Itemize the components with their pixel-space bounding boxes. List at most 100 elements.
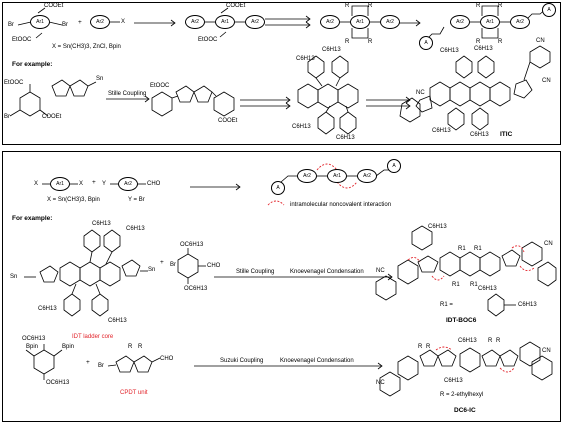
ar1-ring-p2: Ar1 (50, 177, 70, 191)
ar2-ring-p2: Ar2 (118, 177, 138, 191)
a-ring-p2-right: A (387, 159, 401, 173)
a-ring-right: A (542, 3, 556, 17)
c6h13-idt-1: C6H13 (92, 221, 111, 227)
x-label-p2-2: X (79, 181, 84, 187)
r-label-dc6-1: R (418, 344, 423, 350)
y-label-p2: Y (102, 181, 107, 187)
ar2-ring-a-left: Ar2 (450, 15, 470, 29)
ar2-ring-fused-left: Ar2 (320, 15, 340, 29)
cpdt-unit-label: CPDT unit (120, 390, 148, 396)
x-label-p2: X (34, 181, 39, 187)
ar2-ring-fused-right: Ar2 (380, 15, 400, 29)
ar2-ring-p2-left: Ar2 (297, 169, 317, 183)
knoevenagel-2: Knoevenagel Condensation (280, 358, 354, 364)
r-label-dc6-4: R (496, 338, 501, 344)
c6h13-label-3: C6H13 (292, 124, 311, 130)
cooet-label-example: COOEt (42, 114, 62, 120)
idt-boc6-label: IDT-BOC6 (446, 317, 477, 324)
itic-label: ITIC (500, 131, 513, 138)
c6h13-dc6-2: C6H13 (444, 378, 463, 384)
cn-label-dc6: CN (542, 348, 551, 354)
ar1-ring: Ar1 (30, 15, 50, 29)
for-example-2: For example: (12, 215, 53, 222)
etooc-label-example: EtOOC (4, 80, 24, 86)
noncovalent-legend: intramolecular noncovalent interaction (290, 202, 392, 208)
plus-sign-p2: + (92, 179, 96, 186)
ar1-ring-a: Ar1 (480, 15, 500, 29)
c6h13-label-itic-3: C6H13 (432, 128, 451, 134)
r-label-7: R (476, 39, 481, 45)
r-label-dc6-3: R (488, 338, 493, 344)
c6h13o-label-ex2: OC6H13 (22, 336, 46, 342)
br-label-ex1: Br (170, 262, 176, 268)
c6h13-idt-2: C6H13 (126, 226, 145, 232)
panel-general-route-2 (2, 151, 561, 422)
r1-definition: R1 = (440, 302, 453, 308)
ar2-ring-a-right: Ar2 (510, 15, 530, 29)
dc6-ic-label: DC6-IC (454, 407, 476, 414)
c6h13-label-itic-1: C6H13 (440, 48, 459, 54)
sn-label-idt-2: Sn (148, 267, 156, 273)
y-definition-p2: Y = Br (128, 197, 145, 203)
cho-label-ex2: CHO (160, 356, 174, 362)
c6h13-boc6-1: C6H13 (428, 224, 447, 230)
bpin-label-2: Bpin (62, 344, 75, 350)
for-example-1: For example: (12, 61, 53, 68)
r-label-2: R (368, 3, 373, 9)
c6h13-dc6-1: C6H13 (458, 338, 477, 344)
ar1-ring-fused: Ar1 (350, 15, 370, 29)
br-label-2: Br (62, 22, 68, 28)
c6h13-label-4: C6H13 (336, 135, 355, 141)
r1-label-1: R1 (458, 246, 466, 252)
r-label-cpdt-1: R (128, 344, 133, 350)
bpin-label-1: Bpin (26, 344, 39, 350)
cooet-label-example-2: COOEt (218, 118, 238, 124)
c6h13-r1-def: C6H13 (518, 302, 537, 308)
a-ring-p2-left: A (271, 181, 285, 195)
oc6h13-label-ex2: OC6H13 (46, 380, 70, 386)
idt-ladder-core-label: IDT ladder core (72, 334, 114, 340)
ar1-ring-p2-center: Ar1 (327, 169, 347, 183)
ar2-ring-right: Ar2 (245, 15, 265, 29)
plus-sign-ex2: + (86, 359, 90, 366)
c6h13-label-itic-4: C6H13 (470, 132, 489, 138)
cn-label-itic-2: CN (542, 78, 551, 84)
br-label-ex2: Br (98, 363, 104, 369)
c6h13-idt-4: C6H13 (108, 318, 127, 324)
r1-label-2: R1 (474, 246, 482, 252)
cn-label-itic: CN (536, 38, 545, 44)
c6h13-boc6-2: C6H13 (478, 286, 497, 292)
panel-general-route-1 (2, 2, 561, 145)
c6h13-label-2: C6H13 (296, 56, 315, 62)
knoevenagel-1: Knoevenagel Condensation (290, 269, 364, 275)
r-label-6: R (498, 3, 503, 9)
cho-label-p2: CHO (147, 181, 161, 187)
ar2-ring-left: Ar2 (185, 15, 205, 29)
br-label-example: Br (4, 114, 10, 120)
ar2-ring-p2-right: Ar2 (357, 169, 377, 183)
stille-coupling-2: Stille Coupling (236, 269, 275, 275)
x-definition: X = Sn(CH3)3, ZnCl, Bpin (52, 44, 121, 50)
plus-sign-ex1: + (160, 259, 164, 266)
cn-label-boc6: CN (544, 241, 553, 247)
sn-label: Sn (96, 76, 104, 82)
c6h13-label-itic-2: C6H13 (474, 46, 493, 52)
r-label-3: R (345, 39, 350, 45)
plus-sign: + (78, 19, 82, 26)
r1-label-4: R1 (470, 282, 478, 288)
r-label-8: R (498, 39, 503, 45)
x-definition-p2: X = Sn(CH3)3, Bpin (47, 197, 100, 203)
suzuki-coupling: Suzuki Coupling (220, 358, 264, 364)
r-label-dc6-2: R (426, 344, 431, 350)
x-label: X (121, 19, 126, 25)
nc-label-dc6: NC (376, 380, 385, 386)
cho-label-ex1: CHO (207, 263, 221, 269)
etooc-label: EtOOC (12, 37, 32, 43)
cooet-label: COOEt (44, 3, 64, 9)
br-label: Br (8, 22, 14, 28)
r-definition: R = 2-ethylhexyl (440, 392, 484, 398)
etooc-label-product: EtOOC (198, 37, 218, 43)
ar1-ring-center: Ar1 (215, 15, 235, 29)
sn-label-idt: Sn (10, 274, 18, 280)
